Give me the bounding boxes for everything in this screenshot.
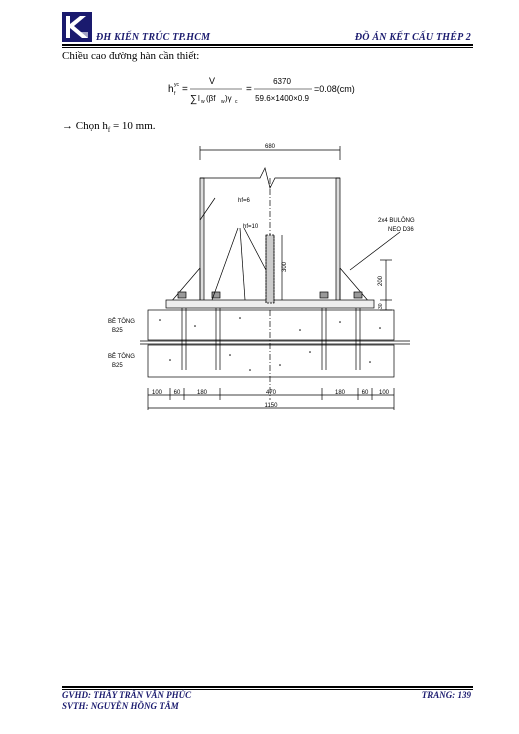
weld-choice-text: → Chọn hf = 10 mm. — [62, 120, 156, 135]
dim-200: 200 — [378, 275, 384, 286]
footer-instructor: GVHD: THẦY TRẦN VĂN PHÚC — [62, 690, 192, 700]
header-rule-thin — [62, 47, 473, 48]
svg-text:h: h — [168, 84, 174, 95]
svg-text:V: V — [209, 76, 215, 86]
svg-text:=0.08(cm): =0.08(cm) — [314, 84, 355, 94]
label-hf6: hf=6 — [238, 198, 251, 204]
footer-rule-thin — [62, 689, 473, 690]
svg-text:=: = — [182, 84, 188, 95]
svg-text:(βf: (βf — [206, 94, 216, 103]
footer-student: SVTH: NGUYỄN HỒNG TÂM — [62, 701, 179, 711]
svg-text:l: l — [198, 94, 200, 103]
svg-text:yc: yc — [174, 82, 180, 88]
svg-text:=: = — [246, 84, 252, 95]
footer-page-number: TRANG: 139 — [421, 690, 471, 700]
column-base-drawing: 680 hf=6 hf=10 2x4 BULÔNG NEO D36 300 20… — [108, 144, 415, 410]
bottom-dim-2: 60 — [174, 390, 181, 396]
bolt-label-line1: 2x4 BULÔNG — [378, 217, 415, 224]
bottom-dim-3: 180 — [197, 390, 208, 396]
dim-300: 300 — [282, 261, 288, 272]
dim-680: 680 — [265, 144, 276, 150]
concrete-lower-label-2: B25 — [112, 363, 123, 369]
svg-text:∑: ∑ — [190, 94, 197, 105]
svg-text:59.6×1400×0.9: 59.6×1400×0.9 — [255, 94, 309, 103]
svg-text:6370: 6370 — [273, 77, 291, 86]
concrete-upper-label-1: BÊ TÔNG — [108, 317, 135, 325]
header-school-title: ĐH KIẾN TRÚC TP.HCM — [96, 32, 211, 43]
label-hf10: hf=10 — [243, 224, 259, 230]
bottom-dim-6: 60 — [362, 390, 369, 396]
svg-text:)γ: )γ — [225, 94, 232, 103]
concrete-upper-label-2: B25 — [112, 328, 123, 334]
weld-height-formula: h yc f = V ∑ l w (βf w )γ c = 6370 59.6×… — [168, 76, 355, 105]
arrow-right-icon: → — [62, 120, 73, 132]
university-logo-icon — [62, 12, 92, 42]
bottom-dim-1: 100 — [152, 390, 163, 396]
total-dim-1150: 1150 — [265, 403, 279, 409]
dim-30: 30 — [378, 303, 384, 309]
bottom-dim-7: 100 — [379, 390, 390, 396]
bottom-dim-5: 180 — [335, 390, 346, 396]
svg-text:w: w — [221, 99, 225, 105]
bottom-dim-4: 470 — [266, 390, 277, 396]
footer-rule — [62, 686, 473, 688]
concrete-lower-label-1: BÊ TÔNG — [108, 352, 135, 360]
intro-text: Chiều cao đường hàn cần thiết: — [62, 50, 200, 62]
svg-text:w: w — [201, 99, 205, 105]
svg-text:f: f — [174, 91, 176, 97]
header-project-title: ĐỒ ÁN KẾT CẤU THÉP 2 — [354, 32, 471, 43]
header-rule — [62, 44, 473, 46]
bolt-label-line2: NEO D36 — [388, 227, 414, 233]
svg-text:c: c — [235, 99, 238, 105]
